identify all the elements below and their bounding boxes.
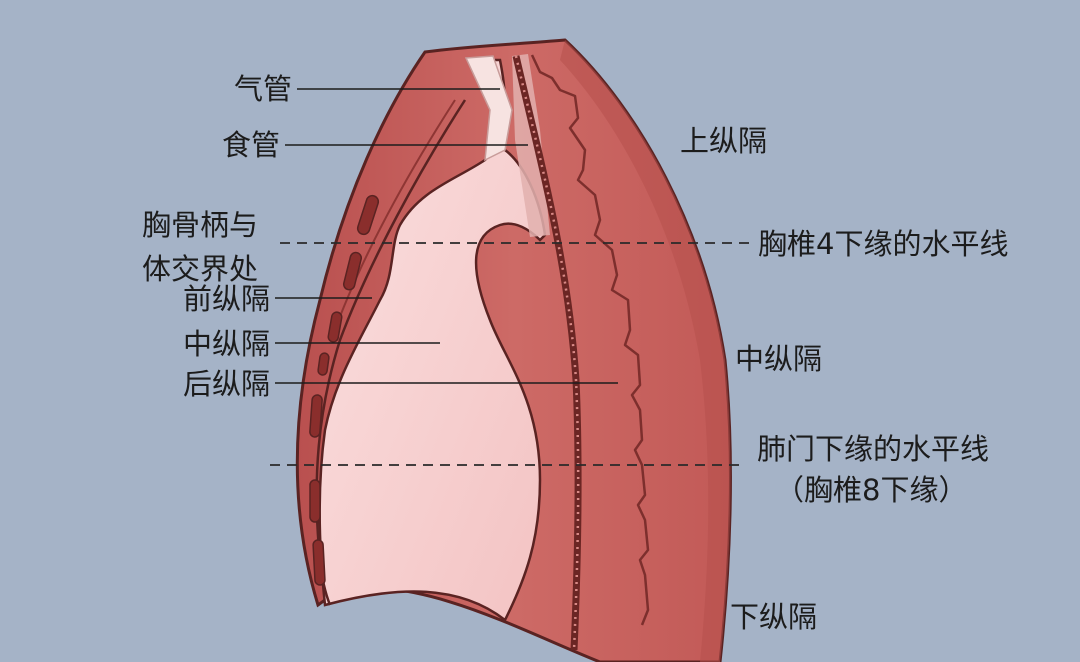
label-t4-line: 胸椎4下缘的水平线 <box>758 227 1008 261</box>
label-esophagus: 食管 <box>188 128 280 162</box>
label-posterior-mediastinum: 后纵隔 <box>150 367 270 401</box>
label-anterior-mediastinum: 前纵隔 <box>150 282 270 316</box>
label-hilum-line-note: （胸椎8下缘） <box>775 473 967 507</box>
label-inferior-mediastinum: 下纵隔 <box>730 600 817 634</box>
label-hilum-line: 肺门下缘的水平线 <box>757 432 989 466</box>
label-superior-mediastinum: 上纵隔 <box>680 124 767 158</box>
label-sternal-angle-1: 胸骨柄与 <box>125 208 275 242</box>
label-middle-mediastinum-left: 中纵隔 <box>150 327 270 361</box>
label-sternal-angle-2: 体交界处 <box>125 252 275 286</box>
label-middle-mediastinum-right: 中纵隔 <box>735 342 822 376</box>
label-trachea: 气管 <box>200 72 292 106</box>
